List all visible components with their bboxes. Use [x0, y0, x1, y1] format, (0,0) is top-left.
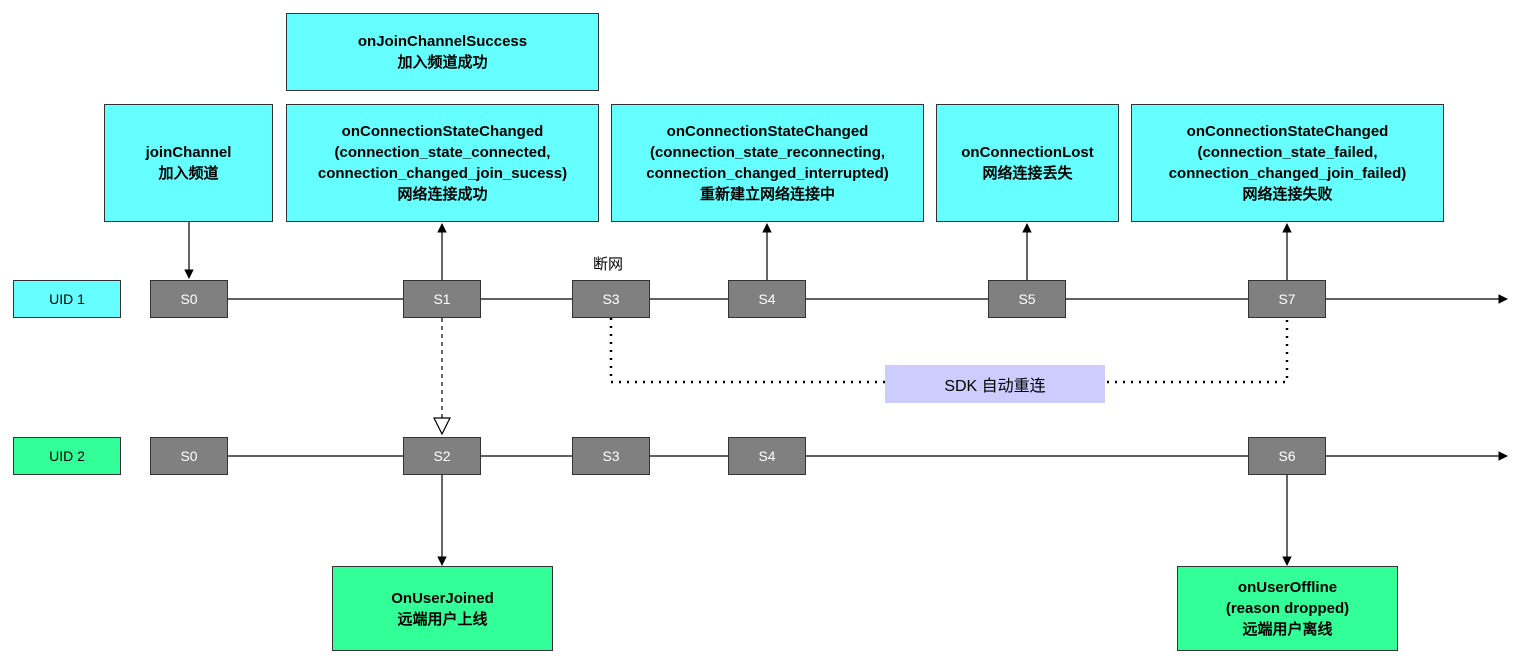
event-label: 网络连接丢失 — [982, 165, 1073, 182]
uid2-label: UID 2 — [13, 437, 121, 475]
event-label: joinChannel — [145, 144, 232, 161]
event-state-failed: onConnectionStateChanged (connection_sta… — [1131, 104, 1444, 222]
state-uid1-s4: S4 — [728, 280, 806, 318]
event-label: onConnectionStateChanged — [666, 123, 869, 140]
event-label: 远端用户离线 — [1242, 621, 1333, 638]
event-label: (connection_state_reconnecting, — [649, 144, 886, 161]
event-label: (connection_state_failed, — [1197, 144, 1378, 161]
event-label: onJoinChannelSuccess — [357, 33, 528, 50]
event-label: (reason dropped) — [1225, 600, 1350, 617]
state-uid1-s7: S7 — [1248, 280, 1326, 318]
state-uid2-s2: S2 — [403, 437, 481, 475]
event-user-joined: OnUserJoined 远端用户上线 — [332, 566, 553, 651]
event-join-channel: joinChannel 加入频道 — [104, 104, 273, 222]
state-uid1-s3: S3 — [572, 280, 650, 318]
event-label: 网络连接失败 — [1242, 186, 1333, 203]
event-label: onUserOffline — [1237, 579, 1338, 596]
event-label: 网络连接成功 — [397, 186, 488, 203]
event-label: OnUserJoined — [391, 589, 494, 607]
event-label: onConnectionStateChanged — [341, 123, 544, 140]
event-label: connection_changed_join_failed) — [1168, 165, 1407, 182]
state-uid2-s6: S6 — [1248, 437, 1326, 475]
event-label: 加入频道 — [158, 165, 219, 182]
hollow-arrowhead-s2 — [433, 417, 451, 436]
event-connection-lost: onConnectionLost 网络连接丢失 — [936, 104, 1119, 222]
state-uid1-s1: S1 — [403, 280, 481, 318]
event-user-offline: onUserOffline (reason dropped) 远端用户离线 — [1177, 566, 1398, 651]
event-label: 重新建立网络连接中 — [699, 186, 835, 203]
event-join-channel-success: onJoinChannelSuccess 加入频道成功 — [286, 13, 599, 91]
state-uid2-s4: S4 — [728, 437, 806, 475]
state-uid1-s5: S5 — [988, 280, 1066, 318]
sdk-reconnect-label: SDK 自动重连 — [885, 365, 1105, 403]
event-label: onConnectionStateChanged — [1186, 123, 1389, 140]
event-label: 远端用户上线 — [397, 610, 488, 628]
state-uid2-s0: S0 — [150, 437, 228, 475]
event-label: (connection_state_connected, — [334, 144, 551, 161]
state-uid2-s3: S3 — [572, 437, 650, 475]
disconnect-note: 断网 — [593, 256, 624, 273]
event-label: onConnectionLost — [961, 144, 1094, 161]
state-uid1-s0: S0 — [150, 280, 228, 318]
event-state-reconnecting: onConnectionStateChanged (connection_sta… — [611, 104, 924, 222]
event-label: connection_changed_interrupted) — [646, 165, 889, 182]
event-label: 加入频道成功 — [397, 54, 488, 71]
event-label: connection_changed_join_sucess) — [317, 165, 568, 182]
event-state-connected: onConnectionStateChanged (connection_sta… — [286, 104, 599, 222]
uid1-label: UID 1 — [13, 280, 121, 318]
